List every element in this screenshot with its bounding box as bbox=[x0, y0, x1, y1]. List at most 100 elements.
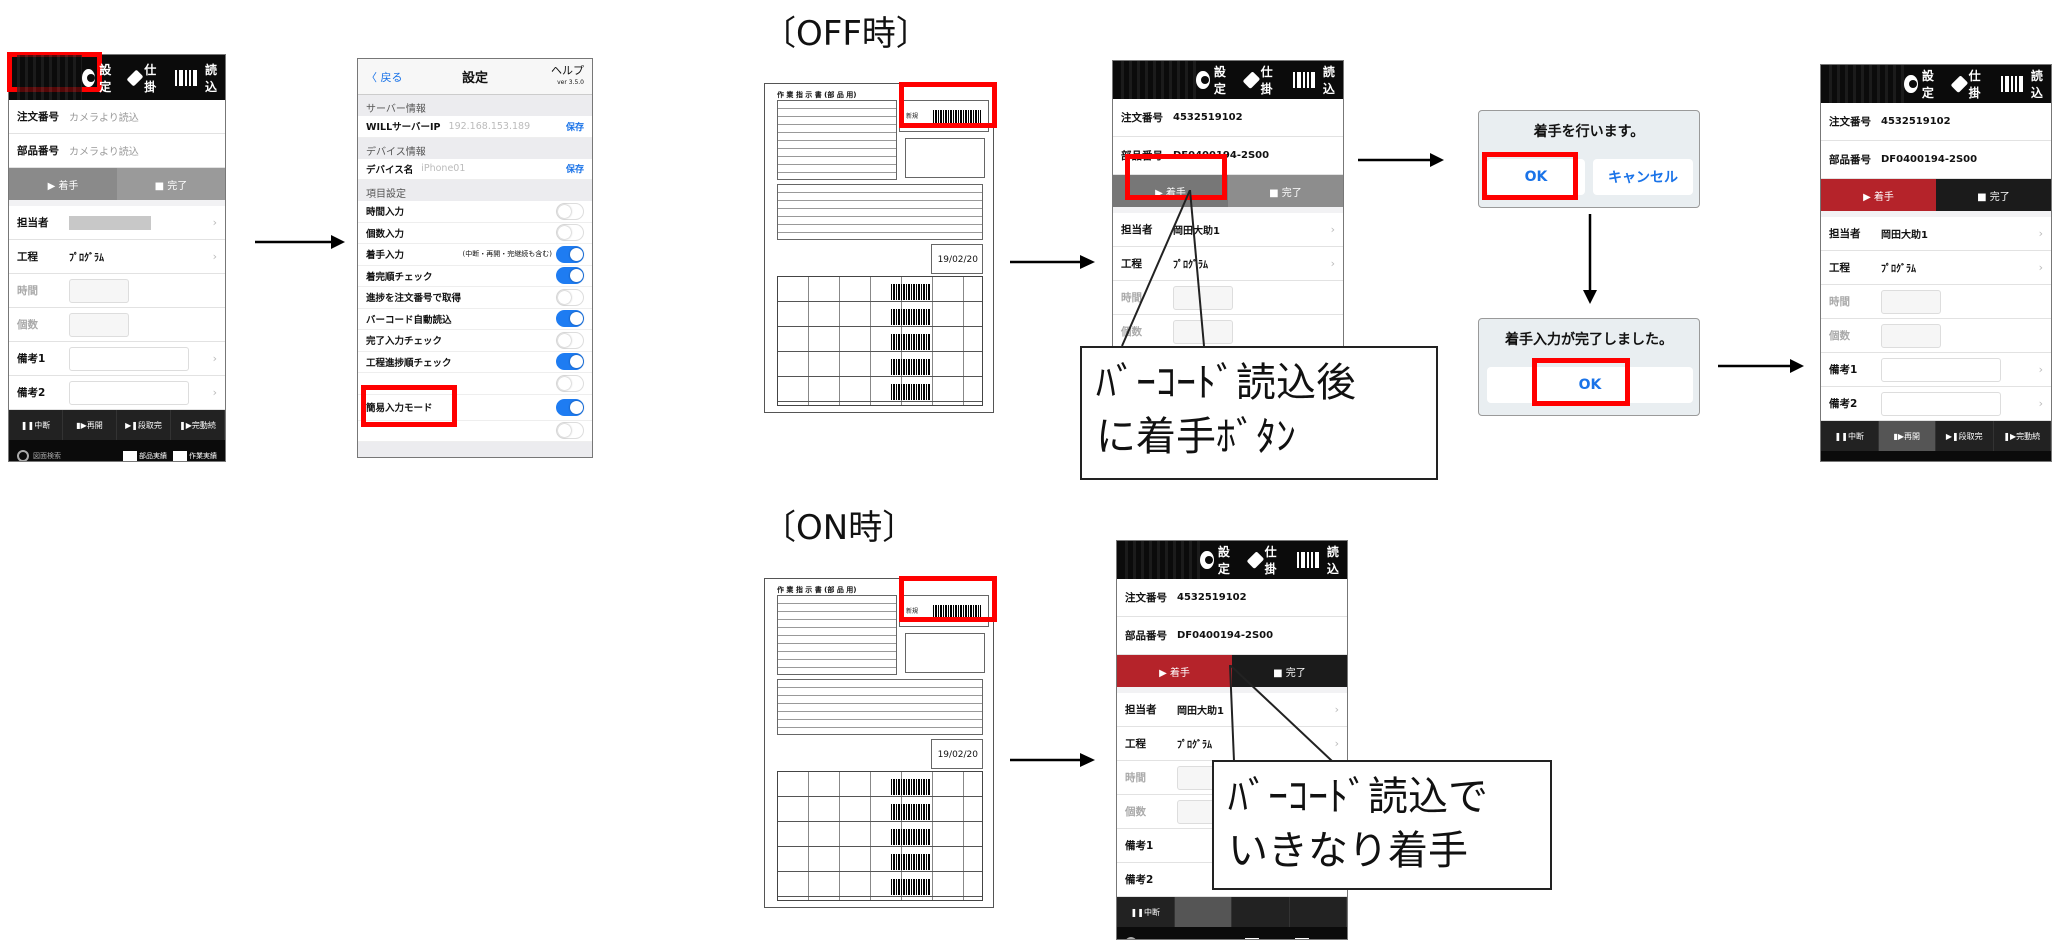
toggle-switch[interactable] bbox=[556, 202, 584, 220]
toggle-switch[interactable] bbox=[556, 353, 584, 371]
toggle-switch[interactable] bbox=[556, 267, 584, 285]
time-input[interactable] bbox=[69, 278, 129, 303]
note2-input[interactable] bbox=[1881, 391, 2001, 416]
read-button[interactable]: 読込 bbox=[2000, 67, 2043, 101]
read-button[interactable]: 読込 bbox=[1296, 543, 1339, 577]
complete-button[interactable]: ❚▶ 完動続 bbox=[171, 410, 225, 440]
time-row: 時間 bbox=[9, 274, 225, 308]
note1-input[interactable] bbox=[69, 346, 189, 371]
resume-button[interactable] bbox=[1174, 897, 1232, 927]
count-input[interactable] bbox=[69, 312, 129, 337]
complete-button[interactable]: ❚▶ 完動続 bbox=[1994, 421, 2051, 451]
owner-row[interactable]: 担当者岡田大助1› bbox=[1113, 213, 1343, 247]
app-header: 設定 仕掛 読込 bbox=[1821, 65, 2051, 103]
settings-label: 設定 bbox=[1217, 545, 1230, 576]
settings-toggle-row[interactable]: 工程進捗順チェック bbox=[358, 351, 592, 373]
owner-row[interactable]: 担当者岡田大助1› bbox=[1821, 217, 2051, 251]
owner-row[interactable]: 担当者› bbox=[9, 206, 225, 240]
doc-diagram-box bbox=[905, 138, 985, 178]
settings-button[interactable]: 設定 bbox=[1200, 543, 1236, 577]
handover-button[interactable]: ▶❚ 段取完 bbox=[117, 410, 171, 440]
start-button[interactable]: ▶ 着手 bbox=[1117, 655, 1232, 687]
toggle-switch[interactable] bbox=[556, 331, 584, 349]
time-input[interactable] bbox=[1173, 285, 1233, 310]
read-button[interactable]: 読込 bbox=[1292, 63, 1335, 97]
process-row[interactable]: 工程ﾌﾟﾛｸﾞﾗﾑ› bbox=[1113, 247, 1343, 281]
part-no-row[interactable]: 部品番号カメラより読込 bbox=[9, 134, 225, 168]
spec-button[interactable]: 仕掛 bbox=[1242, 63, 1279, 97]
settings-toggle-row[interactable]: 時間入力 bbox=[358, 201, 592, 223]
process-row[interactable]: 工程ﾌﾟﾛｸﾞﾗﾑ› bbox=[1821, 251, 2051, 285]
order-no-value: 4532519102 bbox=[1881, 116, 1951, 127]
easy-mode-row[interactable]: 簡易入力モード bbox=[358, 394, 592, 421]
chevron-right-icon: › bbox=[1334, 703, 1339, 716]
settings-toggle-row[interactable]: 着完順チェック bbox=[358, 265, 592, 287]
settings-toggle-row[interactable]: 個数入力 bbox=[358, 222, 592, 244]
complete-button[interactable] bbox=[1290, 897, 1347, 927]
settings-toggle-row[interactable]: 進捗を注文番号で取得 bbox=[358, 287, 592, 309]
toggle-switch[interactable] bbox=[556, 310, 584, 328]
spec-button[interactable]: 仕掛 bbox=[1246, 543, 1283, 577]
note1-input[interactable] bbox=[1881, 357, 2001, 382]
parts-results-button[interactable]: 部品実績 bbox=[1245, 938, 1289, 939]
device-name-input[interactable]: iPhone01 bbox=[421, 163, 466, 175]
finish-button[interactable]: ■ 完了 bbox=[1936, 179, 2051, 211]
pause-button[interactable]: ❚❚ 中断 bbox=[1117, 897, 1175, 927]
save-server-button[interactable]: 保存 bbox=[565, 122, 584, 133]
time-input[interactable] bbox=[1881, 289, 1941, 314]
server-ip-input[interactable]: 192.168.153.189 bbox=[448, 120, 531, 132]
ok-button[interactable]: OK bbox=[1487, 159, 1585, 195]
toggle-switch[interactable] bbox=[556, 245, 584, 263]
search-icon[interactable] bbox=[1829, 461, 1841, 462]
settings-toggle-row[interactable]: バーコード自動読込 bbox=[358, 308, 592, 330]
settings-button[interactable]: 設定 bbox=[1904, 67, 1940, 101]
start-button[interactable]: ▶ 着手 bbox=[9, 168, 117, 200]
settings-toggle-row[interactable]: 着手入力(中断・再開・完継続も含む) bbox=[358, 244, 592, 266]
spec-button[interactable]: 仕掛 bbox=[1950, 67, 1987, 101]
order-no-row[interactable]: 注文番号カメラより読込 bbox=[9, 100, 225, 134]
toggle-switch[interactable] bbox=[556, 224, 584, 242]
cancel-button[interactable]: キャンセル bbox=[1593, 159, 1693, 195]
blank-toggle[interactable] bbox=[556, 374, 584, 392]
process-row[interactable]: 工程ﾌﾟﾛｸﾞﾗﾑ› bbox=[9, 240, 225, 274]
settings-button[interactable]: 設定 bbox=[82, 61, 116, 95]
work-results-button[interactable]: 作業実績 bbox=[1295, 938, 1339, 939]
start-button[interactable]: ▶ 着手 bbox=[1113, 175, 1228, 207]
note2-input[interactable] bbox=[69, 380, 189, 405]
read-button[interactable]: 読込 bbox=[174, 61, 217, 95]
handover-button[interactable] bbox=[1232, 897, 1290, 927]
search-icon[interactable] bbox=[17, 450, 29, 461]
handover-button[interactable]: ▶❚ 段取完 bbox=[1936, 421, 1994, 451]
save-device-button[interactable]: 保存 bbox=[565, 165, 584, 176]
spec-button[interactable]: 仕掛 bbox=[126, 61, 161, 95]
start-button[interactable]: ▶ 着手 bbox=[1821, 179, 1936, 211]
parts-results-button[interactable]: 部品実績 bbox=[123, 451, 167, 461]
blank-toggle-2[interactable] bbox=[556, 422, 584, 440]
pause-label: 中断 bbox=[1143, 907, 1160, 917]
toggle-switch[interactable] bbox=[556, 288, 584, 306]
settings-toggle-row[interactable]: 完了入力チェック bbox=[358, 330, 592, 352]
search-icon[interactable] bbox=[1125, 937, 1137, 939]
part-no-label: 部品番号 bbox=[1829, 154, 1871, 166]
ok-button-complete[interactable]: OK bbox=[1487, 367, 1693, 403]
resume-button[interactable]: ▮▶ 再開 bbox=[63, 410, 117, 440]
finish-button[interactable]: ■ 完了 bbox=[117, 168, 225, 200]
count-input[interactable] bbox=[1881, 323, 1941, 348]
easy-mode-toggle[interactable] bbox=[556, 398, 584, 416]
work-results-button[interactable]: 作業実績 bbox=[173, 451, 217, 461]
finish-button[interactable]: ■ 完了 bbox=[1228, 175, 1343, 207]
settings-button[interactable]: 設定 bbox=[1196, 63, 1232, 97]
finish-button[interactable]: ■ 完了 bbox=[1232, 655, 1347, 687]
pause-button[interactable]: ❚❚ 中断 bbox=[9, 410, 63, 440]
resume-button[interactable]: ▮▶ 再開 bbox=[1878, 421, 1936, 451]
pause-button[interactable]: ❚❚ 中断 bbox=[1821, 421, 1879, 451]
back-button[interactable]: 〈 戻る bbox=[366, 70, 403, 84]
